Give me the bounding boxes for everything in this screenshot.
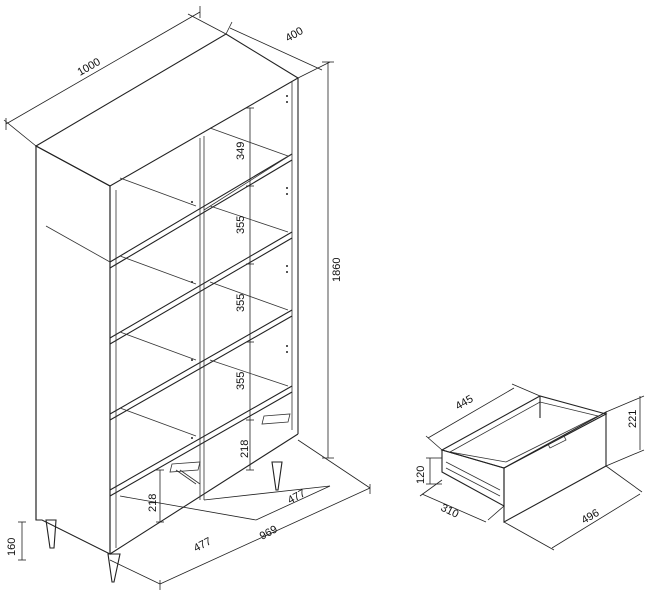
shelf-gap-4-label: 355 [235,372,247,390]
height-1860-label: 1860 [331,258,343,282]
drawer-runner [169,413,291,485]
drawer-depth-label: 445 [454,393,476,413]
cabinet-left-side [35,145,111,555]
shelf-gap-top-label: 349 [235,142,247,160]
drawer-handle [547,435,567,449]
depth-400-label: 400 [284,25,306,45]
shelves [45,127,293,497]
drawer-inner-height-label: 120 [415,466,427,484]
bottom-left-gap-label: 218 [147,494,159,512]
cabinet-top [34,33,300,187]
shelf-gap-3-label: 355 [235,294,247,312]
drawer-height-label: 221 [627,410,639,428]
legs [45,461,283,583]
shelf-pins [191,95,288,439]
drawer-inner-depth-label: 310 [439,502,461,521]
width-1000-label: 1000 [76,56,103,79]
drawer-front [503,411,607,523]
bottom-right-gap-label: 218 [239,440,251,458]
leg-height-label: 160 [6,538,18,556]
cabinet [34,33,300,583]
drawer: 445 221 120 310 496 [415,383,645,551]
inner-width-total-label: 969 [258,523,280,542]
inner-width-left-label: 477 [192,535,214,554]
dimension-lines [3,6,371,590]
shelf-gap-2-label: 355 [235,216,247,234]
drawer-front-width-label: 496 [580,507,602,527]
dimension-labels: 1000 400 1860 349 355 355 355 218 218 16… [6,25,343,556]
